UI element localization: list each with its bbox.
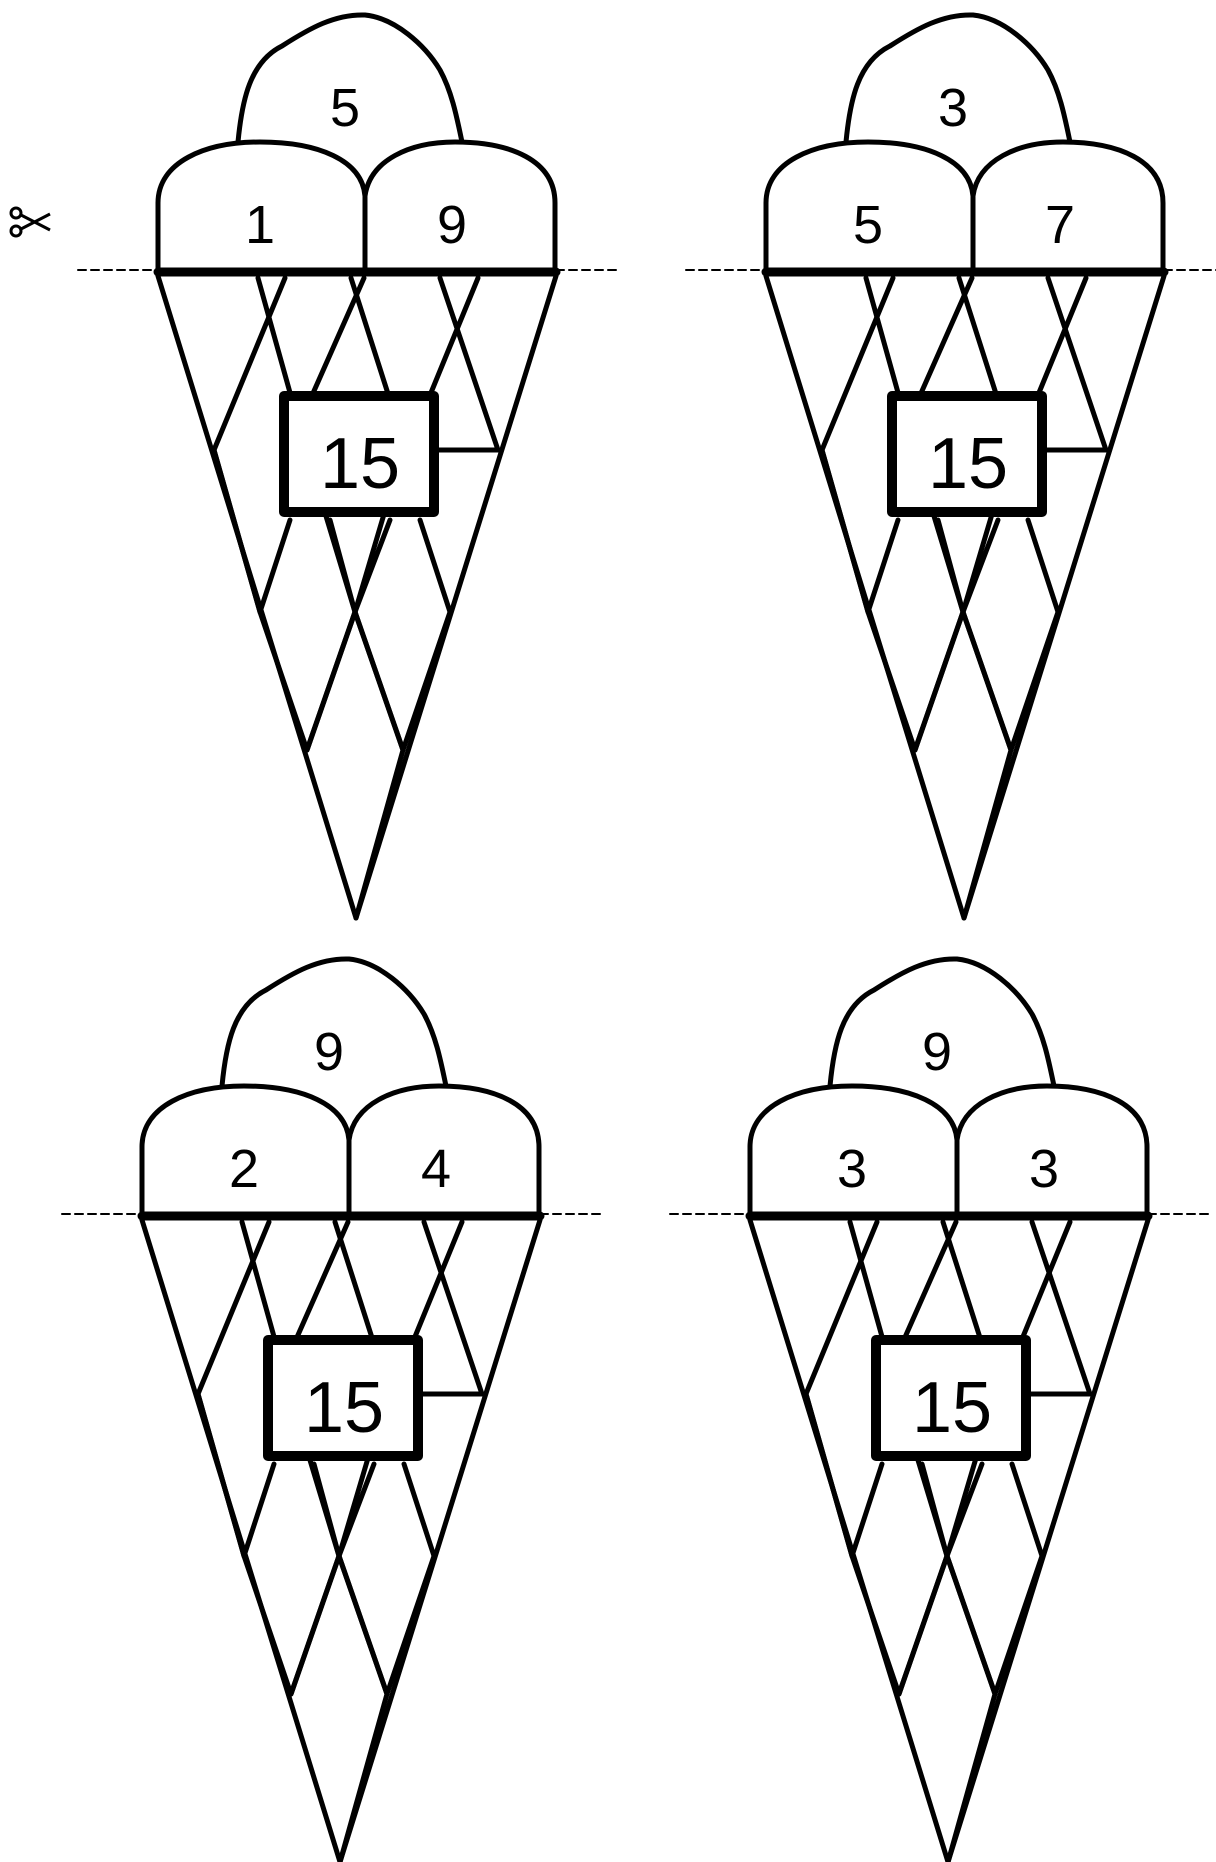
scoop-left-number: 3 [837, 1139, 867, 1199]
total-box-number: 15 [928, 424, 1008, 504]
scoop-right-number: 9 [437, 195, 467, 255]
total-box-number: 15 [320, 424, 400, 504]
ice-cream-cone-2: 3 5 7 15 [686, 15, 1216, 918]
ice-cream-cone-4: 9 3 3 15 [670, 959, 1212, 1862]
total-box-number: 15 [912, 1368, 992, 1448]
scoop-top-number: 5 [330, 78, 360, 138]
ice-cream-cone-1: 5 1 9 15 [78, 15, 620, 918]
total-box-number: 15 [304, 1368, 384, 1448]
scoop-left-number: 5 [853, 195, 883, 255]
scoop-top-number: 9 [314, 1022, 344, 1082]
scissors-icon [11, 208, 50, 236]
ice-cream-cone-3: 9 2 4 15 [62, 959, 604, 1862]
scoop-left-number: 1 [245, 195, 275, 255]
scoop-right-number: 3 [1029, 1139, 1059, 1199]
scoop-top-number: 3 [938, 78, 968, 138]
scoop-left-number: 2 [229, 1139, 259, 1199]
scoop-right-number: 7 [1045, 195, 1075, 255]
scoop-right-number: 4 [421, 1139, 451, 1199]
scoop-top-number: 9 [922, 1022, 952, 1082]
